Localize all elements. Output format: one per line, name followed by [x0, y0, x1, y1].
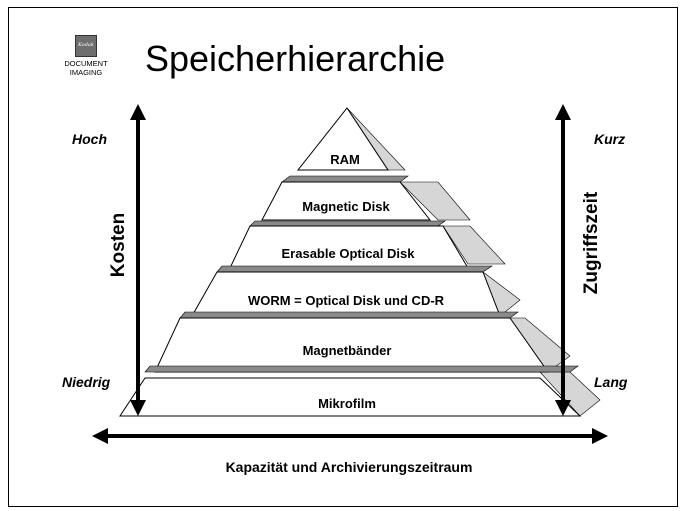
right-axis-bottom-label: Lang [594, 374, 628, 390]
tier-side-face [399, 181, 471, 221]
kodak-logo: Kodak DOCUMENT IMAGING [54, 35, 118, 85]
pyramid-side-faces [346, 107, 601, 417]
tier-label-erasable-optical-disk: Erasable Optical Disk [282, 246, 416, 261]
left-axis-title: Kosten [108, 213, 129, 277]
tier-magnetic-disk-face [261, 181, 432, 221]
tier-ram-face [296, 107, 389, 171]
slide-title: Speicherhierarchie [145, 38, 446, 79]
kodak-logo-icon: Kodak [75, 35, 97, 57]
left-axis-bottom-label: Niedrig [62, 374, 111, 390]
logo-caption-line2: IMAGING [69, 67, 103, 77]
pyramid-tier-magnetbaender [144, 317, 579, 373]
pyramid-tier-mikrofilm [119, 377, 582, 417]
left-axis-top-label: Hoch [72, 131, 107, 147]
tier-top-face [179, 311, 519, 319]
pyramid-tier-magnetic-disk [249, 181, 446, 227]
slide-frame [8, 7, 678, 507]
tier-label-worm: WORM = Optical Disk und CD-R [248, 293, 445, 308]
tier-top-face [281, 175, 409, 183]
pyramid-tier-ram [281, 107, 409, 183]
tier-side-face [442, 225, 506, 265]
pyramid-tier-erasable-optical-disk [216, 225, 493, 273]
right-axis-title: Zugriffszeit [581, 191, 602, 294]
tier-top-face [144, 365, 579, 373]
tier-top-face [216, 265, 493, 273]
logo-caption-line1: DOCUMENT [64, 59, 108, 68]
tier-label-mikrofilm: Mikrofilm [318, 396, 376, 411]
tier-label-magnetbaender: Magnetbänder [303, 343, 392, 358]
tier-label-ram: RAM [330, 152, 360, 167]
tier-mikrofilm-face [119, 377, 582, 417]
bottom-axis-title: Kapazität und Archivierungszeitraum [226, 459, 473, 475]
logo-caption: DOCUMENT IMAGING [54, 59, 118, 77]
tier-top-face [249, 220, 446, 227]
tier-label-magnetic-disk: Magnetic Disk [302, 199, 390, 214]
right-axis-top-label: Kurz [594, 131, 625, 147]
